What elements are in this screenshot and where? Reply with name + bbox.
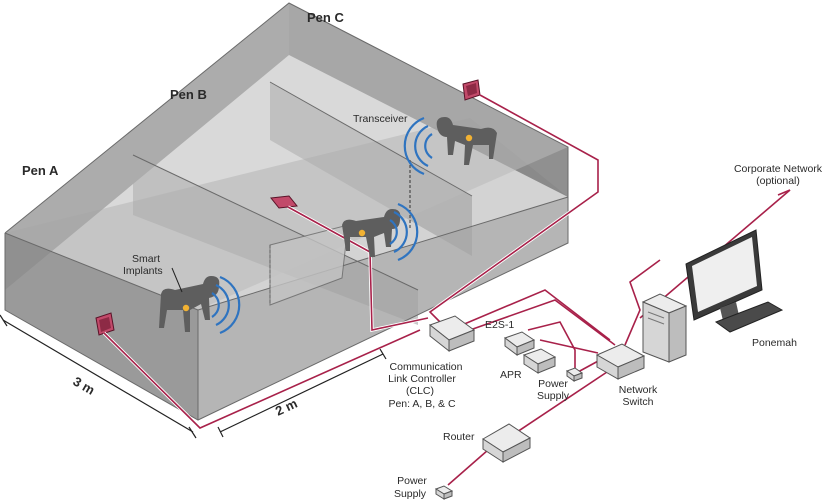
- computer-keyboard: [714, 301, 784, 333]
- power-supply-2-label-line1: Power: [397, 475, 427, 487]
- transceiver-label: Transceiver: [353, 113, 408, 125]
- e2s1-label: E2S-1: [485, 319, 514, 331]
- dimension-2m: [217, 348, 387, 438]
- clc-label-line3: (CLC): [406, 385, 434, 397]
- dog-pen-c: [436, 117, 497, 165]
- apr-device: [522, 348, 557, 374]
- signal-waves-pen-c: [403, 116, 433, 176]
- router-device: [482, 423, 531, 463]
- dimension-2m-label: 2 m: [273, 396, 300, 419]
- dog-pen-a: [159, 276, 220, 332]
- network-switch-device: [595, 343, 646, 380]
- smart-implants-label-line1: Smart: [132, 253, 160, 265]
- pen-a-label: Pen A: [22, 163, 59, 178]
- signal-waves-pen-a: [211, 275, 241, 335]
- pen-c-label: Pen C: [307, 10, 344, 25]
- pen-enclosure: [4, 2, 569, 421]
- power-supply-1-device: [565, 367, 584, 382]
- power-supply-2-device: [434, 485, 454, 500]
- dimension-3m-label: 3 m: [71, 374, 98, 398]
- dimension-3m: [0, 314, 197, 439]
- network-cabling: [102, 93, 791, 486]
- pen-b-label: Pen B: [170, 87, 207, 102]
- transceiver-pen-c: [462, 79, 481, 101]
- clc-label-line2: Link Controller: [388, 373, 456, 385]
- dog-pen-b: [342, 209, 401, 257]
- power-supply-1-label-line1: Power: [538, 378, 568, 390]
- clc-label-line4: Pen: A, B, & C: [388, 398, 456, 410]
- clc-device: [428, 315, 476, 353]
- apr-label: APR: [500, 369, 522, 381]
- enclosure-front-wall: [198, 197, 568, 420]
- enclosure-top-rim: [5, 3, 568, 310]
- corporate-network-label-line1: Corporate Network: [734, 163, 823, 175]
- signal-waves-pen-b: [389, 202, 419, 262]
- network-switch-label-line2: Switch: [623, 396, 654, 408]
- clc-label-line1: Communication: [390, 361, 463, 373]
- router-label: Router: [443, 431, 475, 443]
- power-supply-2-label-line2: Supply: [394, 488, 427, 500]
- network-switch-label-line1: Network: [619, 384, 658, 396]
- ponemah-label: Ponemah: [752, 337, 797, 349]
- e2s1-device: [503, 331, 536, 356]
- gate-panel: [269, 224, 349, 306]
- transceiver-pen-b: [270, 195, 298, 209]
- corporate-network-label-line2: (optional): [756, 175, 800, 187]
- power-supply-1-label-line2: Supply: [537, 390, 570, 402]
- ponemah-workstation: [641, 229, 784, 363]
- transceiver-pen-a: [95, 312, 115, 336]
- smart-implants-label-line2: Implants: [123, 265, 163, 277]
